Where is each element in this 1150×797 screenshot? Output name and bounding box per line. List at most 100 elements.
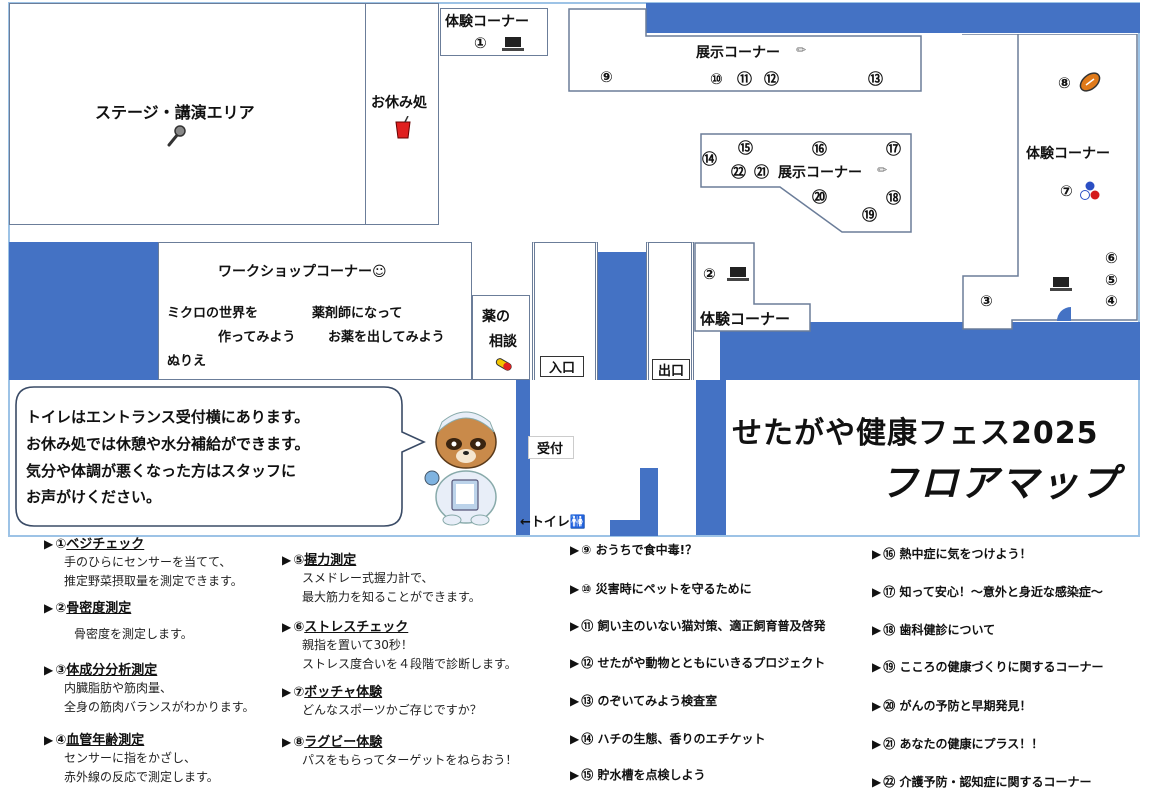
workshop-label: ワークショップコーナー☺ xyxy=(218,264,387,280)
wall-lobby-post xyxy=(640,468,658,536)
wall-lobby-right xyxy=(696,380,726,535)
marker-4: ④ xyxy=(1105,292,1118,310)
capsule-icon xyxy=(495,356,513,375)
notice-line-4: お声がけください。 xyxy=(26,488,162,506)
rest-label: お休み処 xyxy=(371,95,427,111)
legend-item-15: ▶⑮ 貯水槽を点検しよう xyxy=(570,768,706,782)
rest-area xyxy=(365,3,439,225)
legend-item-13: ▶⑬ のぞいてみよう検査室 xyxy=(570,694,718,708)
wall-top-right xyxy=(646,3,1140,33)
exhibition-mid-label: 展示コーナー xyxy=(778,165,862,181)
marker-8: ⑧ xyxy=(1058,74,1071,92)
notice-bubble xyxy=(14,386,426,528)
stage-label: ステージ・講演エリア xyxy=(95,103,255,122)
entrance-corridor xyxy=(532,242,598,380)
legend-item-5: ▶⑤握力測定 スメドレー式握力計で、 最大筋力を知ることができます。 xyxy=(282,553,481,604)
workshop-area xyxy=(158,242,472,380)
marker-22: ㉒ xyxy=(731,163,747,181)
legend-item-17: ▶⑰ 知って安心！～意外と身近な感染症～ xyxy=(872,585,1103,599)
legend-item-1: ▶①ベジチェック 手のひらにセンサーを当てて、 推定野菜摂取量を測定できます。 xyxy=(44,537,243,588)
legend: ▶①ベジチェック 手のひらにセンサーを当てて、 推定野菜摂取量を測定できます。 … xyxy=(0,537,1150,797)
legend-item-4: ▶④血管年齢測定 センサーに指をかざし、 赤外線の反応で測定します。 xyxy=(44,733,219,784)
marker-12: ⑫ xyxy=(764,70,780,88)
marker-18: ⑱ xyxy=(886,189,902,207)
exhibition-mid-area xyxy=(700,133,912,233)
wall-left-middle xyxy=(9,242,158,380)
legend-item-6: ▶⑥ストレスチェック 親指を置いて30秒！ ストレス度合いを４段階で診断します。 xyxy=(282,620,517,671)
floor-map-title: フロアマップ xyxy=(880,461,1121,505)
experience-1-label: 体験コーナー xyxy=(445,14,529,30)
workshop-item1-line1: ミクロの世界を xyxy=(167,306,259,321)
marker-21: ㉑ xyxy=(754,163,770,181)
marker-19: ⑲ xyxy=(862,206,878,224)
experience-2-label: 体験コーナー xyxy=(700,310,791,328)
legend-item-19: ▶⑲ こころの健康づくりに関するコーナー xyxy=(872,660,1104,674)
exit-label: 出口 xyxy=(652,359,691,380)
marker-2: ② xyxy=(703,265,716,283)
floor-map: ステージ・講演エリア お休み処 体験コーナー ① 展示コーナー ✏ ⑨ ⑩ ⑪ … xyxy=(8,2,1140,537)
workshop-item1-line2: 作ってみよう xyxy=(218,330,296,345)
stage-area xyxy=(9,3,367,225)
notice-line-1: トイレはエントランス受付横にあります。 xyxy=(26,408,310,426)
legend-item-8: ▶⑧ラグビー体験 パスをもらってターゲットをねらおう！ xyxy=(282,735,518,767)
rugby-ball-icon xyxy=(1078,70,1102,98)
boccia-balls-icon xyxy=(1079,180,1101,206)
marker-20: ⑳ xyxy=(812,188,828,206)
marker-13: ⑬ xyxy=(868,70,884,88)
legend-item-18: ▶⑱ 歯科健診について xyxy=(872,623,996,637)
notice-line-2: お休み処では休憩や水分補給ができます。 xyxy=(26,435,310,453)
toilet-label: ←トイレ🚻 xyxy=(520,515,587,530)
reception-label: 受付 xyxy=(528,436,575,459)
legend-item-21: ▶㉑ あなたの健康にプラス！！ xyxy=(872,737,1044,751)
wall-lobby-left xyxy=(516,380,530,535)
workshop-item3: ぬりえ xyxy=(167,354,207,369)
legend-item-22: ▶㉒ 介護予防・認知症に関するコーナー xyxy=(872,775,1092,789)
event-title: せたがや健康フェス2025 xyxy=(732,416,1099,451)
wall-lobby-step xyxy=(610,520,640,536)
workshop-item2-line2: お薬を出してみよう xyxy=(328,330,445,345)
legend-item-12: ▶⑫ せたがや動物とともにいきるプロジェクト xyxy=(570,656,826,670)
exit-corridor xyxy=(646,242,694,380)
experience-right-label: 体験コーナー xyxy=(1026,146,1110,162)
marker-9: ⑨ xyxy=(600,68,613,86)
exhibition-top-label: 展示コーナー xyxy=(696,45,780,61)
medicine-label-2: 相談 xyxy=(489,334,517,350)
exhibition-top-area xyxy=(568,8,922,92)
experience-right-area xyxy=(962,33,1140,330)
pencil-icon-2: ✏ xyxy=(877,163,888,177)
medicine-label-1: 薬の xyxy=(482,309,510,325)
legend-item-7: ▶⑦ボッチャ体験 どんなスポーツかご存じですか？ xyxy=(282,685,482,717)
laptop-icon-right xyxy=(1050,276,1072,296)
legend-item-20: ▶⑳ がんの予防と早期発見！ xyxy=(872,699,1032,713)
legend-item-3: ▶③体成分分析測定 内臓脂肪や筋肉量、 全身の筋肉バランスがわかります。 xyxy=(44,663,255,714)
experience-corner-1 xyxy=(440,8,548,56)
laptop-icon-2 xyxy=(727,266,749,286)
tanuki-mascot-icon xyxy=(416,402,516,530)
legend-item-2: ▶②骨密度測定 骨密度を測定します。 xyxy=(44,601,193,641)
door-semicircle xyxy=(1057,306,1073,325)
legend-item-16: ▶⑯ 熱中症に気をつけよう！ xyxy=(872,547,1032,561)
marker-16: ⑯ xyxy=(812,140,828,158)
microphone-icon xyxy=(165,124,187,152)
notice-line-3: 気分や体調が悪くなった方はスタッフに xyxy=(26,462,297,480)
experience-corner-2 xyxy=(694,242,812,332)
marker-3: ③ xyxy=(980,292,993,310)
marker-17: ⑰ xyxy=(886,140,902,158)
drink-cup-icon xyxy=(393,115,413,144)
wall-center-pillar xyxy=(598,252,646,380)
pencil-icon: ✏ xyxy=(796,43,807,57)
legend-item-11: ▶⑪ 飼い主のいない猫対策、適正飼育普及啓発 xyxy=(570,619,826,633)
legend-item-14: ▶⑭ ハチの生態、香りのエチケット xyxy=(570,732,766,746)
marker-15: ⑮ xyxy=(738,139,754,157)
marker-10: ⑩ xyxy=(710,70,723,88)
marker-11: ⑪ xyxy=(737,70,753,88)
marker-7: ⑦ xyxy=(1060,182,1073,200)
workshop-item2-line1: 薬剤師になって xyxy=(312,306,403,321)
marker-1: ① xyxy=(474,34,487,52)
marker-5: ⑤ xyxy=(1105,271,1118,289)
entrance-label: 入口 xyxy=(540,356,585,377)
laptop-icon xyxy=(502,36,524,56)
wall-entrance-col xyxy=(720,322,722,380)
marker-6: ⑥ xyxy=(1105,249,1118,267)
legend-item-9: ▶⑨ おうちで食中毒!？ xyxy=(570,543,698,557)
